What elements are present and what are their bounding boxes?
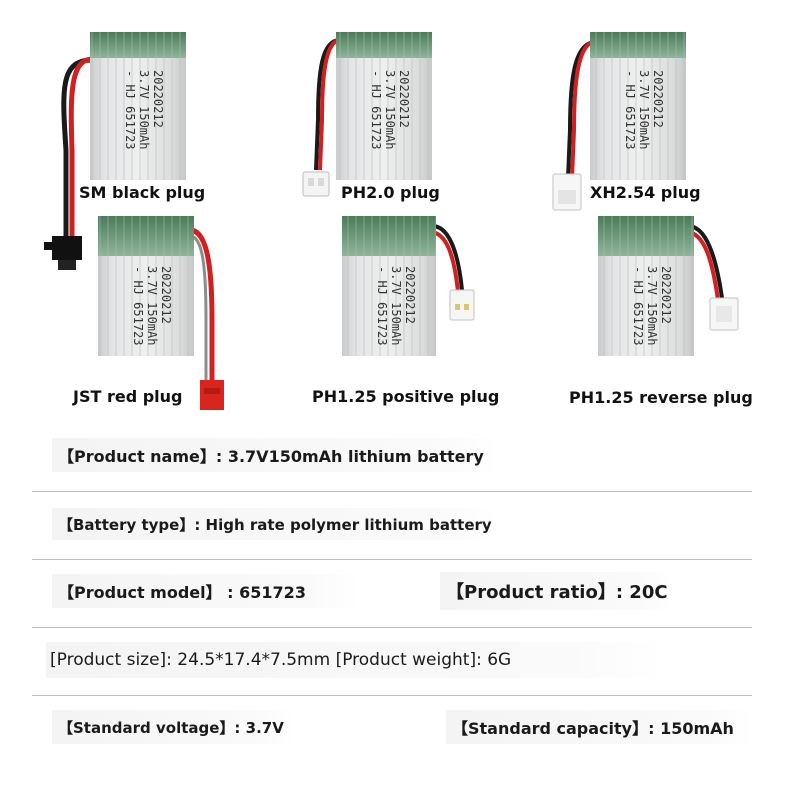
divider: [32, 695, 752, 696]
caption-jst-red-plug: JST red plug: [73, 387, 183, 406]
caption-ph125-positive-plug: PH1.25 positive plug: [312, 387, 500, 406]
battery-sm-black-plug: - HJ 651723 3.7V 150mAh 20220212: [44, 32, 186, 270]
cell-label-line1: - HJ 651723: [631, 266, 645, 345]
battery-ph20-plug: - HJ 651723 3.7V 150mAh 20220212: [302, 32, 432, 197]
spec-standard-voltage: 【Standard voltage】: 3.7V: [52, 710, 294, 744]
caption-ph20-plug: PH2.0 plug: [341, 183, 440, 202]
spec-product-ratio: 【Product ratio】: 20C: [440, 572, 672, 610]
caption-sm-black-plug: SM black plug: [79, 183, 206, 202]
cell-label-line2: 3.7V 150mAh: [137, 70, 151, 149]
divider: [32, 491, 752, 492]
cell-label-line3: 20220212: [159, 266, 173, 324]
sm-black-plug-icon: [52, 236, 82, 260]
spec-product-name: 【Product name】: 3.7V150mAh lithium batte…: [52, 438, 498, 472]
cell-label-line3: 20220212: [397, 70, 411, 128]
ph125-positive-plug-icon: [449, 289, 475, 321]
spec-standard-capacity: 【Standard capacity】: 150mAh: [446, 710, 752, 744]
cell-label-line1: - HJ 651723: [623, 70, 637, 149]
battery-ph125-reverse-plug: - HJ 651723 3.7V 150mAh 20220212: [598, 216, 739, 356]
jst-red-plug-icon: [200, 380, 224, 410]
divider: [32, 559, 752, 560]
battery-jst-red-plug: - HJ 651723 3.7V 150mAh 20220212: [98, 216, 224, 410]
cell-label-line1: - HJ 651723: [123, 70, 137, 149]
cell-label-line2: 3.7V 150mAh: [383, 70, 397, 149]
spec-product-model: 【Product model】 : 651723: [52, 574, 358, 608]
cell-label-line2: 3.7V 150mAh: [645, 266, 659, 345]
caption-xh254-plug: XH2.54 plug: [590, 183, 701, 202]
cell-label-line3: 20220212: [651, 70, 665, 128]
cell-label-line1: - HJ 651723: [369, 70, 383, 149]
cell-label-line1: - HJ 651723: [131, 266, 145, 345]
caption-ph125-reverse-plug: PH1.25 reverse plug: [569, 388, 753, 407]
battery-ph125-positive-plug: - HJ 651723 3.7V 150mAh 20220212: [342, 216, 475, 356]
divider: [32, 627, 752, 628]
spec-battery-type: 【Battery type】: High rate polymer lithiu…: [52, 508, 498, 540]
spec-size-weight: [Product size]: 24.5*17.4*7.5mm [Product…: [46, 642, 662, 678]
cell-label-line3: 20220212: [403, 266, 417, 324]
cell-label-line2: 3.7V 150mAh: [637, 70, 651, 149]
cell-label-line1: - HJ 651723: [375, 266, 389, 345]
battery-xh254-plug: - HJ 651723 3.7V 150mAh 20220212: [552, 32, 686, 211]
cell-label-line2: 3.7V 150mAh: [145, 266, 159, 345]
cell-label-line3: 20220212: [151, 70, 165, 128]
battery-illustrations: - HJ 651723 3.7V 150mAh 20220212 - HJ 65…: [44, 32, 739, 410]
cell-label-line2: 3.7V 150mAh: [389, 266, 403, 345]
ph20-plug-icon: [302, 171, 330, 197]
black-wire: [61, 57, 93, 240]
cell-label-line3: 20220212: [659, 266, 673, 324]
